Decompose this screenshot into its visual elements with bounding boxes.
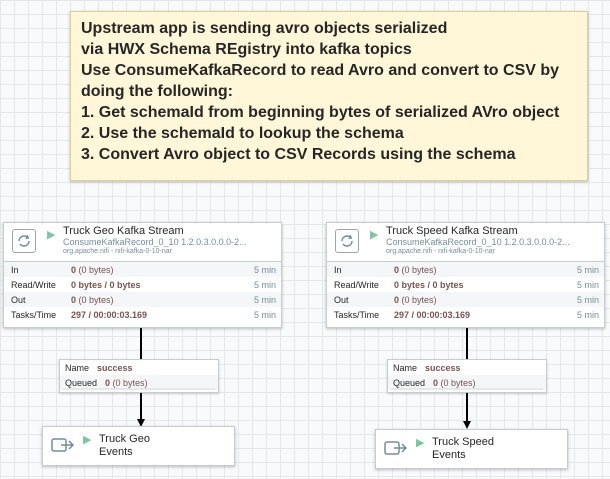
connection-queued: 0 (0 bytes) <box>433 378 476 388</box>
canvas-label-note[interactable]: Upstream app is sending avro objects ser… <box>70 11 588 181</box>
processor-type: ConsumeKafkaRecord_0_10 1.2.0.3.0.0.0-2.… <box>63 237 247 247</box>
processor-icon <box>12 229 36 253</box>
stat-key: Tasks/Time <box>334 310 380 320</box>
running-play-icon: ▶ <box>416 437 425 449</box>
stat-value: 297 / 00:00:03.169 <box>71 310 148 320</box>
label-line: 3. Convert Avro object to CSV Records us… <box>81 146 516 163</box>
stat-time: 5 min <box>253 295 276 305</box>
connection-key: Name <box>65 363 90 373</box>
stat-time: 5 min <box>576 265 599 275</box>
processor-truck-geo-kafka-stream[interactable]: ▶ Truck Geo Kafka Stream ConsumeKafkaRec… <box>3 222 282 328</box>
connection-label-speed[interactable]: Name success Queued 0 (0 bytes) <box>387 359 547 393</box>
output-port-truck-speed-events[interactable]: ▶ Truck Speed Events <box>375 429 568 469</box>
stat-time: 5 min <box>576 295 599 305</box>
label-line: Use ConsumeKafkaRecord to read Avro and … <box>81 62 560 79</box>
stat-key: Read/Write <box>11 280 56 290</box>
stat-value: 0 (0 bytes) <box>394 265 437 275</box>
stat-row-tasks-time: Tasks/Time 297 / 00:00:03.169 5 min <box>4 307 281 322</box>
stat-value: 0 (0 bytes) <box>71 265 114 275</box>
stat-key: In <box>11 265 19 275</box>
processor-truck-speed-kafka-stream[interactable]: ▶ Truck Speed Kafka Stream ConsumeKafkaR… <box>326 222 605 328</box>
stat-value: 0 bytes / 0 bytes <box>71 280 141 290</box>
stat-row-in: In 0 (0 bytes) 5 min <box>327 262 604 277</box>
stat-key: Tasks/Time <box>11 310 57 320</box>
stat-row-out: Out 0 (0 bytes) 5 min <box>4 292 281 307</box>
stat-row-read-write: Read/Write 0 bytes / 0 bytes 5 min <box>4 277 281 292</box>
stat-row-tasks-time: Tasks/Time 297 / 00:00:03.169 5 min <box>327 307 604 322</box>
stat-key: In <box>334 265 342 275</box>
processor-icon <box>335 229 359 253</box>
connection-queued-row: Queued 0 (0 bytes) <box>388 375 546 390</box>
processor-header: ▶ Truck Geo Kafka Stream ConsumeKafkaRec… <box>4 223 281 262</box>
stat-key: Out <box>11 295 26 305</box>
connection-key: Queued <box>65 378 98 388</box>
processor-header: ▶ Truck Speed Kafka Stream ConsumeKafkaR… <box>327 223 604 262</box>
processor-bundle: org.apache.nifi - nifi-kafka-0-10-nar <box>63 248 172 255</box>
label-line: via HWX Schema REgistry into kafka topic… <box>81 41 412 58</box>
stat-value: 0 (0 bytes) <box>394 295 437 305</box>
stat-time: 5 min <box>576 310 599 320</box>
queue-progress-bar <box>391 388 543 390</box>
stat-value: 297 / 00:00:03.169 <box>394 310 471 320</box>
label-line: doing the following: <box>81 83 233 100</box>
connection-queued: 0 (0 bytes) <box>105 378 148 388</box>
connection-queued-row: Queued 0 (0 bytes) <box>60 375 218 390</box>
output-port-icon <box>384 438 408 458</box>
port-name: Truck Speed Events <box>432 436 494 461</box>
processor-type: ConsumeKafkaRecord_0_10 1.2.0.3.0.0.0-2.… <box>386 237 570 247</box>
connection-label-geo[interactable]: Name success Queued 0 (0 bytes) <box>59 359 219 393</box>
stat-time: 5 min <box>253 280 276 290</box>
connection-key: Queued <box>393 378 426 388</box>
label-line: 2. Use the schemaId to lookup the schema <box>81 125 404 142</box>
stat-time: 5 min <box>253 265 276 275</box>
stat-value: 0 bytes / 0 bytes <box>394 280 464 290</box>
running-play-icon: ▶ <box>47 229 56 241</box>
output-port-truck-geo-events[interactable]: ▶ Truck Geo Events <box>42 426 235 466</box>
connection-name-row: Name success <box>60 360 218 375</box>
stat-value: 0 (0 bytes) <box>71 295 114 305</box>
stat-row-in: In 0 (0 bytes) 5 min <box>4 262 281 277</box>
processor-bundle: org.apache.nifi - nifi-kafka-0-10-nar <box>386 248 495 255</box>
running-play-icon: ▶ <box>83 434 92 446</box>
connection-name: success <box>97 363 133 373</box>
processor-name: Truck Speed Kafka Stream <box>386 225 518 237</box>
queue-progress-bar <box>63 388 215 390</box>
stat-key: Read/Write <box>334 280 379 290</box>
connection-arrowhead <box>463 421 471 429</box>
connection-name-row: Name success <box>388 360 546 375</box>
connection-key: Name <box>393 363 418 373</box>
stat-row-out: Out 0 (0 bytes) 5 min <box>327 292 604 307</box>
stat-row-read-write: Read/Write 0 bytes / 0 bytes 5 min <box>327 277 604 292</box>
connection-arrowhead <box>137 419 145 427</box>
processor-name: Truck Geo Kafka Stream <box>63 225 184 237</box>
output-port-icon <box>51 435 75 455</box>
port-name: Truck Geo Events <box>99 433 150 458</box>
label-line: Upstream app is sending avro objects ser… <box>81 20 448 37</box>
connection-name: success <box>425 363 461 373</box>
running-play-icon: ▶ <box>370 229 379 241</box>
stat-key: Out <box>334 295 349 305</box>
stat-time: 5 min <box>253 310 276 320</box>
label-line: 1. Get schemaId from beginning bytes of … <box>81 104 560 121</box>
stat-time: 5 min <box>576 280 599 290</box>
